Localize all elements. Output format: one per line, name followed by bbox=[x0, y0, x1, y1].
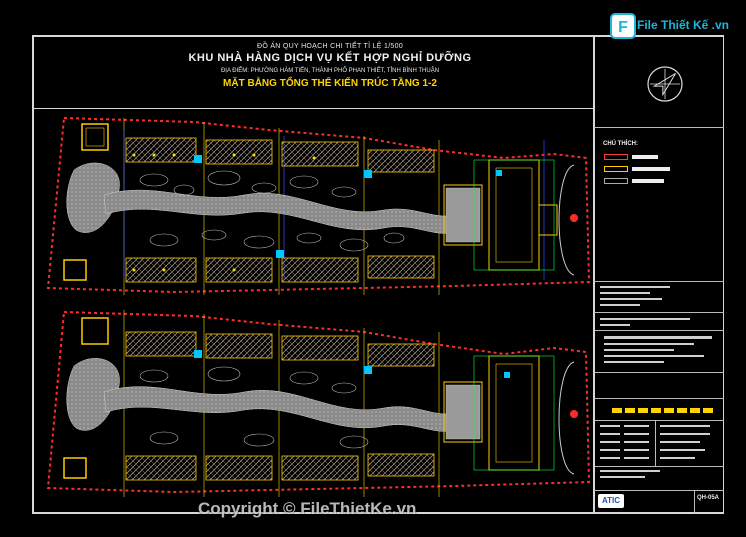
title-block-line bbox=[594, 312, 724, 313]
main-drawing-area bbox=[33, 36, 594, 513]
company-logo-text: ATIC bbox=[601, 496, 621, 505]
title-block-content bbox=[600, 286, 713, 478]
legend-text-bar bbox=[632, 167, 670, 171]
legend-title: CHÚ THÍCH: bbox=[603, 141, 638, 147]
legend-text-bar bbox=[632, 179, 664, 183]
project-location: ĐỊA ĐIỂM: PHƯỜNG HÀM TIẾN, THÀNH PHỐ PHA… bbox=[220, 68, 440, 74]
site-plan-level-1 bbox=[46, 116, 591, 295]
company-logo: ATIC bbox=[598, 494, 624, 508]
title-block-line bbox=[594, 420, 724, 421]
title-block-line bbox=[594, 466, 724, 467]
copyright-watermark: Copyright © FileThietKe.vn bbox=[198, 499, 417, 518]
filethietke-logo-icon: F bbox=[610, 13, 636, 39]
north-arrow-icon bbox=[647, 66, 683, 102]
legend-text-bar bbox=[632, 155, 658, 159]
title-block-line bbox=[655, 420, 656, 466]
title-block-line bbox=[594, 398, 724, 399]
watermark-logo-text: File Thiết Kế .vn bbox=[637, 18, 730, 32]
legend-symbol-road bbox=[604, 178, 628, 184]
legend-symbol-building bbox=[604, 166, 628, 172]
title-block-line bbox=[594, 127, 724, 128]
title-block-line bbox=[594, 281, 724, 282]
title-block-line bbox=[594, 490, 724, 491]
title-block bbox=[594, 36, 724, 513]
title-block-line bbox=[694, 490, 695, 513]
sheet-code: QH-05A bbox=[697, 495, 720, 501]
title-block-line bbox=[594, 372, 724, 373]
legend-symbol-boundary bbox=[604, 154, 628, 160]
project-line: ĐỒ ÁN QUY HOẠCH CHI TIẾT TỈ LỆ 1/500 bbox=[256, 43, 404, 50]
title-block-line bbox=[594, 330, 724, 331]
site-plan-level-2 bbox=[46, 310, 591, 497]
svg-text:F: F bbox=[618, 19, 628, 36]
project-title: KHU NHÀ HÀNG DỊCH VỤ KẾT HỢP NGHỈ DƯỠNG bbox=[188, 52, 472, 64]
drawing-title: MẶT BẰNG TỔNG THỂ KIẾN TRÚC TẦNG 1-2 bbox=[223, 78, 437, 89]
header-divider bbox=[33, 108, 594, 109]
